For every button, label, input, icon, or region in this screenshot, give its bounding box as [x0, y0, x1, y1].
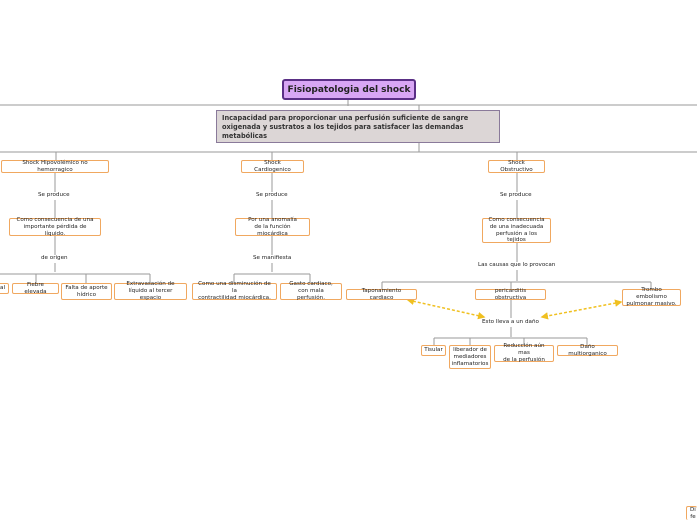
obstructive-shock-node[interactable]: Shock Obstructivo — [488, 160, 545, 173]
cardiogenic-produce-label: Se produce — [254, 192, 290, 199]
hypovolemic-cause-water[interactable]: Falta de aporte hídrico — [61, 283, 112, 300]
hypovolemic-origin-label: de origen — [39, 255, 70, 262]
damage-perfusion-node[interactable]: Reducción aún mas de la perfusión — [494, 343, 554, 363]
hypovolemic-consequence-node[interactable]: Como consecuencia de una importante pérd… — [9, 217, 101, 237]
cardiogenic-contractility-node[interactable]: Como una disminución de la contractilida… — [192, 281, 277, 301]
obstructive-leads-label: Esto lleva a un daño — [480, 319, 541, 326]
hypovolemic-cause-extravasation[interactable]: Extravasación de líquido al tercer espac… — [114, 281, 187, 301]
cardiogenic-anomaly-node[interactable]: Por una anomalía de la función miocárdic… — [235, 217, 310, 237]
obstructive-cause-tamponade[interactable]: Taponamiento cardiaco — [346, 288, 417, 301]
cardiogenic-output-node[interactable]: Gasto cardiaco, con mala perfusión. — [280, 281, 342, 301]
obstructive-causes-label: Las causas que lo provocan — [476, 262, 558, 269]
hypovolemic-cause-fever[interactable]: Fiebre elevada — [12, 282, 59, 295]
cardiogenic-manifests-label: Se manifiesta — [251, 255, 294, 262]
hypovolemic-cause-cut[interactable]: al — [0, 283, 9, 294]
obstructive-cause-embolism[interactable]: Trombo embolismo pulmonar masivo. — [622, 287, 681, 307]
offscreen-node[interactable]: Di fe — [686, 506, 697, 520]
damage-multiorgan-node[interactable]: Daño multiorganico — [557, 344, 618, 357]
root-node[interactable]: Fisiopatologia del shock — [282, 79, 416, 100]
obstructive-cause-pericarditis[interactable]: pericarditis obstructiva — [475, 288, 546, 301]
cardiogenic-shock-node[interactable]: Shock Cardiogenico — [241, 160, 304, 173]
obstructive-produce-label: Se produce — [498, 192, 534, 199]
obstructive-consequence-node[interactable]: Como consecuencia de una inadecuada perf… — [482, 217, 551, 243]
dashed-arrows — [406, 297, 623, 320]
damage-tisular-node[interactable]: Tisular — [421, 345, 446, 356]
definition-node[interactable]: Incapacidad para proporcionar una perfus… — [216, 110, 500, 143]
tree-connectors — [0, 100, 697, 345]
damage-mediators-node[interactable]: liberador de mediadores inflamatorios — [449, 345, 491, 369]
hypovolemic-shock-node[interactable]: Shock Hipovolémico no hemorragico — [1, 160, 109, 173]
hypovolemic-produce-label: Se produce — [36, 192, 72, 199]
